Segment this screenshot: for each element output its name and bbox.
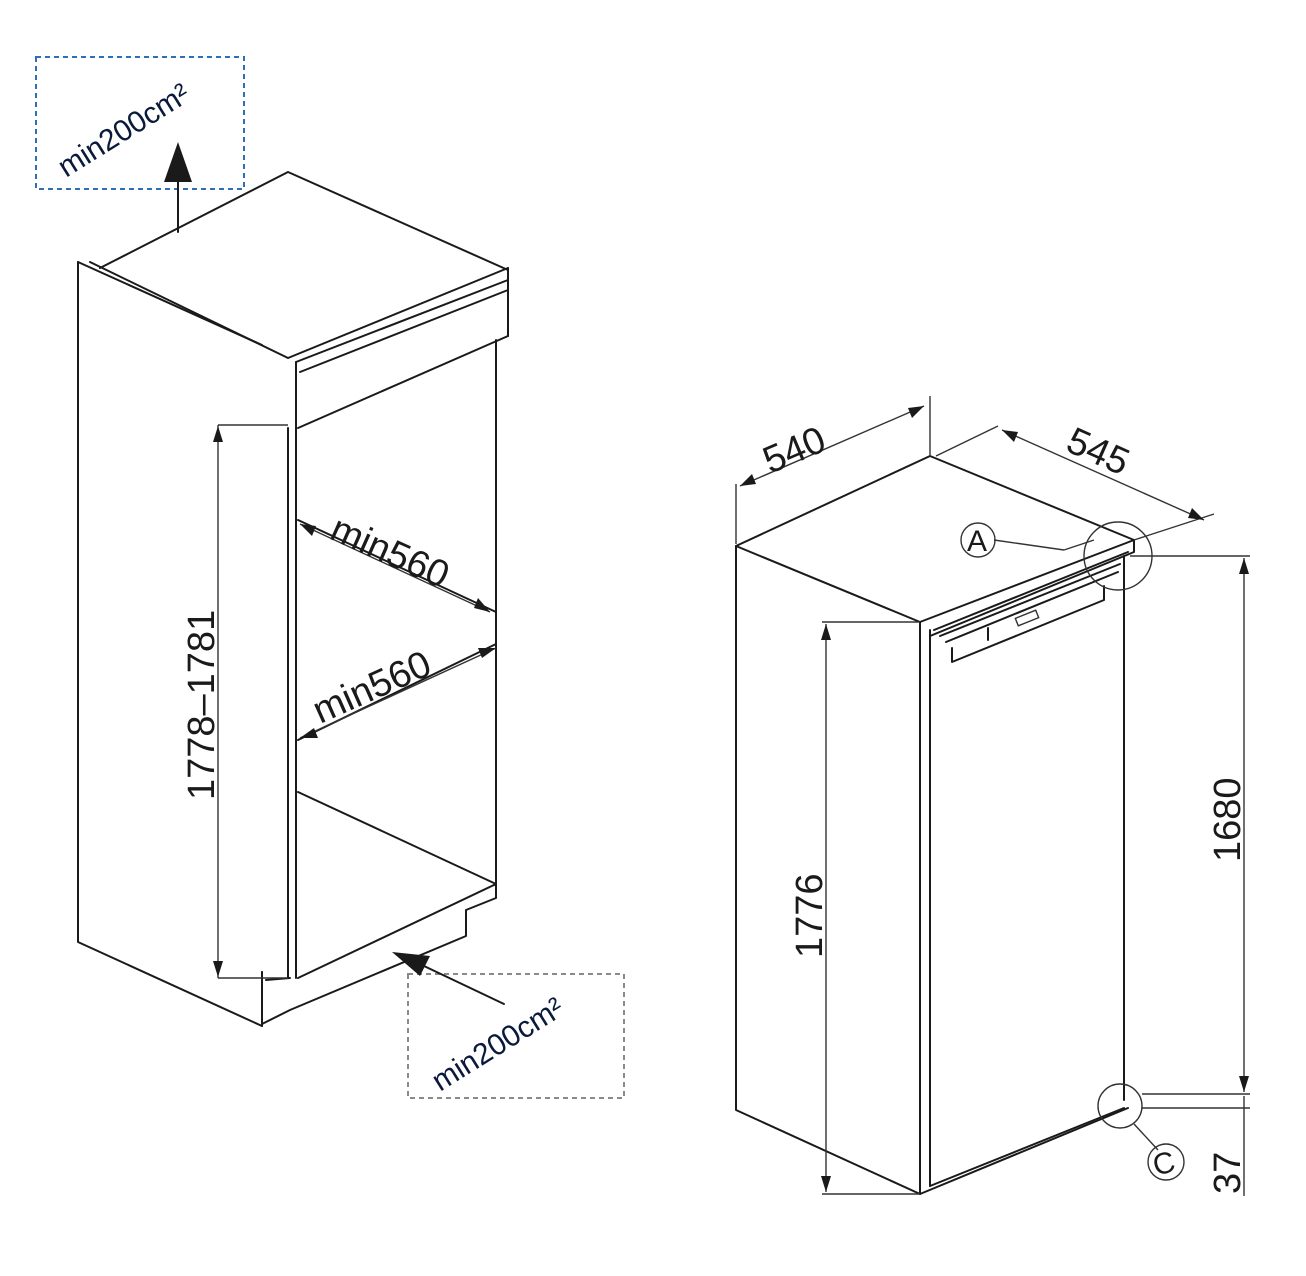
vent-label-bottom: min200cm² [426,991,569,1098]
door-height-dimension [1130,555,1250,1095]
vent-box-bottom [407,973,625,1099]
airflow-in-arrow [392,952,505,1005]
callout-c-label: C [1149,1145,1178,1182]
appliance-body [735,455,1135,1195]
width-dimension [735,396,931,544]
depth-label: 545 [1060,420,1135,484]
niche-depth-lower-label: min560 [307,643,438,732]
niche-height-label: 1778–1781 [181,610,223,800]
niche-cabinet [77,171,509,1027]
base-height-dimension [1142,1096,1250,1196]
niche-depth-upper-label: min560 [324,508,455,597]
niche-height-dimension [213,424,288,979]
callout-a-label: A [967,525,987,558]
airflow-up-arrow [164,142,192,233]
width-label: 540 [757,419,832,482]
appliance-height-label: 1776 [789,873,831,958]
door-height-label: 1680 [1207,777,1249,862]
base-height-label: 37 [1207,1152,1249,1194]
appliance-height-dimension [821,621,920,1195]
callout-a [960,521,1153,591]
vent-box-top [35,56,245,190]
niche-depth-lower-dimension [299,647,497,739]
callout-c [1097,1083,1185,1181]
depth-dimension [935,425,1215,541]
niche-depth-upper-dimension [299,523,491,613]
